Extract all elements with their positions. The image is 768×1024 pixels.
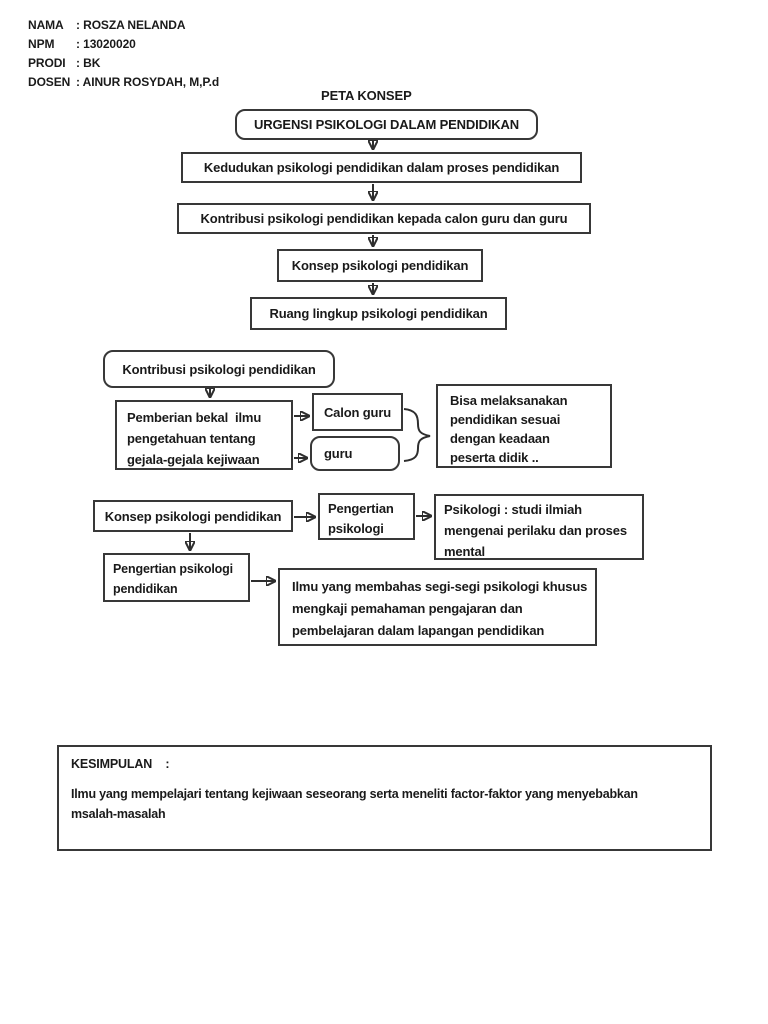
field-label: DOSEN <box>28 75 71 89</box>
field-label: PRODI <box>28 56 66 70</box>
field-value: : ROSZA NELANDA <box>76 18 186 32</box>
header-field-prodi: PRODI : BK <box>28 54 219 73</box>
kesimpulan-title: KESIMPULAN : <box>71 757 170 771</box>
urgensi-box: URGENSI PSIKOLOGI DALAM PENDIDIKAN <box>235 109 538 140</box>
calon-guru-box: Calon guru <box>312 393 403 431</box>
kontribusi-title-box: Kontribusi psikologi pendidikan <box>103 350 335 388</box>
kontribusi-guru-box: Kontribusi psikologi pendidikan kepada c… <box>177 203 591 234</box>
kesimpulan-box: KESIMPULAN : Ilmu yang mempelajari tenta… <box>57 745 712 851</box>
header-field-npm: NPM : 13020020 <box>28 35 219 54</box>
field-label: NAMA <box>28 18 64 32</box>
guru-box: guru <box>310 436 400 471</box>
kesimpulan-body: Ilmu yang mempelajari tentang kejiwaan s… <box>71 787 638 821</box>
pengertian-pendidikan-box: Pengertian psikologi pendidikan <box>103 553 250 602</box>
curly-brace-connector <box>403 408 431 462</box>
definisi-psikologi-box: Psikologi : studi ilmiah mengenai perila… <box>434 494 644 560</box>
hasil-pendidikan-box: Bisa melaksanakan pendidikan sesuai deng… <box>436 384 612 468</box>
ruang-lingkup-box: Ruang lingkup psikologi pendidikan <box>250 297 507 330</box>
header-field-dosen: DOSEN : AINUR ROSYDAH, M,P.d <box>28 73 219 92</box>
field-label: NPM <box>28 37 55 51</box>
field-value: : BK <box>76 56 101 70</box>
konsep-box: Konsep psikologi pendidikan <box>277 249 483 282</box>
pengertian-psikologi-box: Pengertian psikologi <box>318 493 415 540</box>
kedudukan-box: Kedudukan psikologi pendidikan dalam pro… <box>181 152 582 183</box>
field-value: : 13020020 <box>76 37 136 51</box>
field-value: : AINUR ROSYDAH, M,P.d <box>76 75 220 89</box>
pemberian-bekal-box: Pemberian bekal ilmu pengetahuan tentang… <box>115 400 293 470</box>
definisi-pendidikan-box: Ilmu yang membahas segi-segi psikologi k… <box>278 568 597 646</box>
student-header: NAMA : ROSZA NELANDA NPM : 13020020 PRODI:… <box>28 16 219 92</box>
header-field-nama: NAMA : ROSZA NELANDA <box>28 16 219 35</box>
konsep-psikologi-box: Konsep psikologi pendidikan <box>93 500 293 532</box>
page-title: PETA KONSEP <box>321 88 412 103</box>
